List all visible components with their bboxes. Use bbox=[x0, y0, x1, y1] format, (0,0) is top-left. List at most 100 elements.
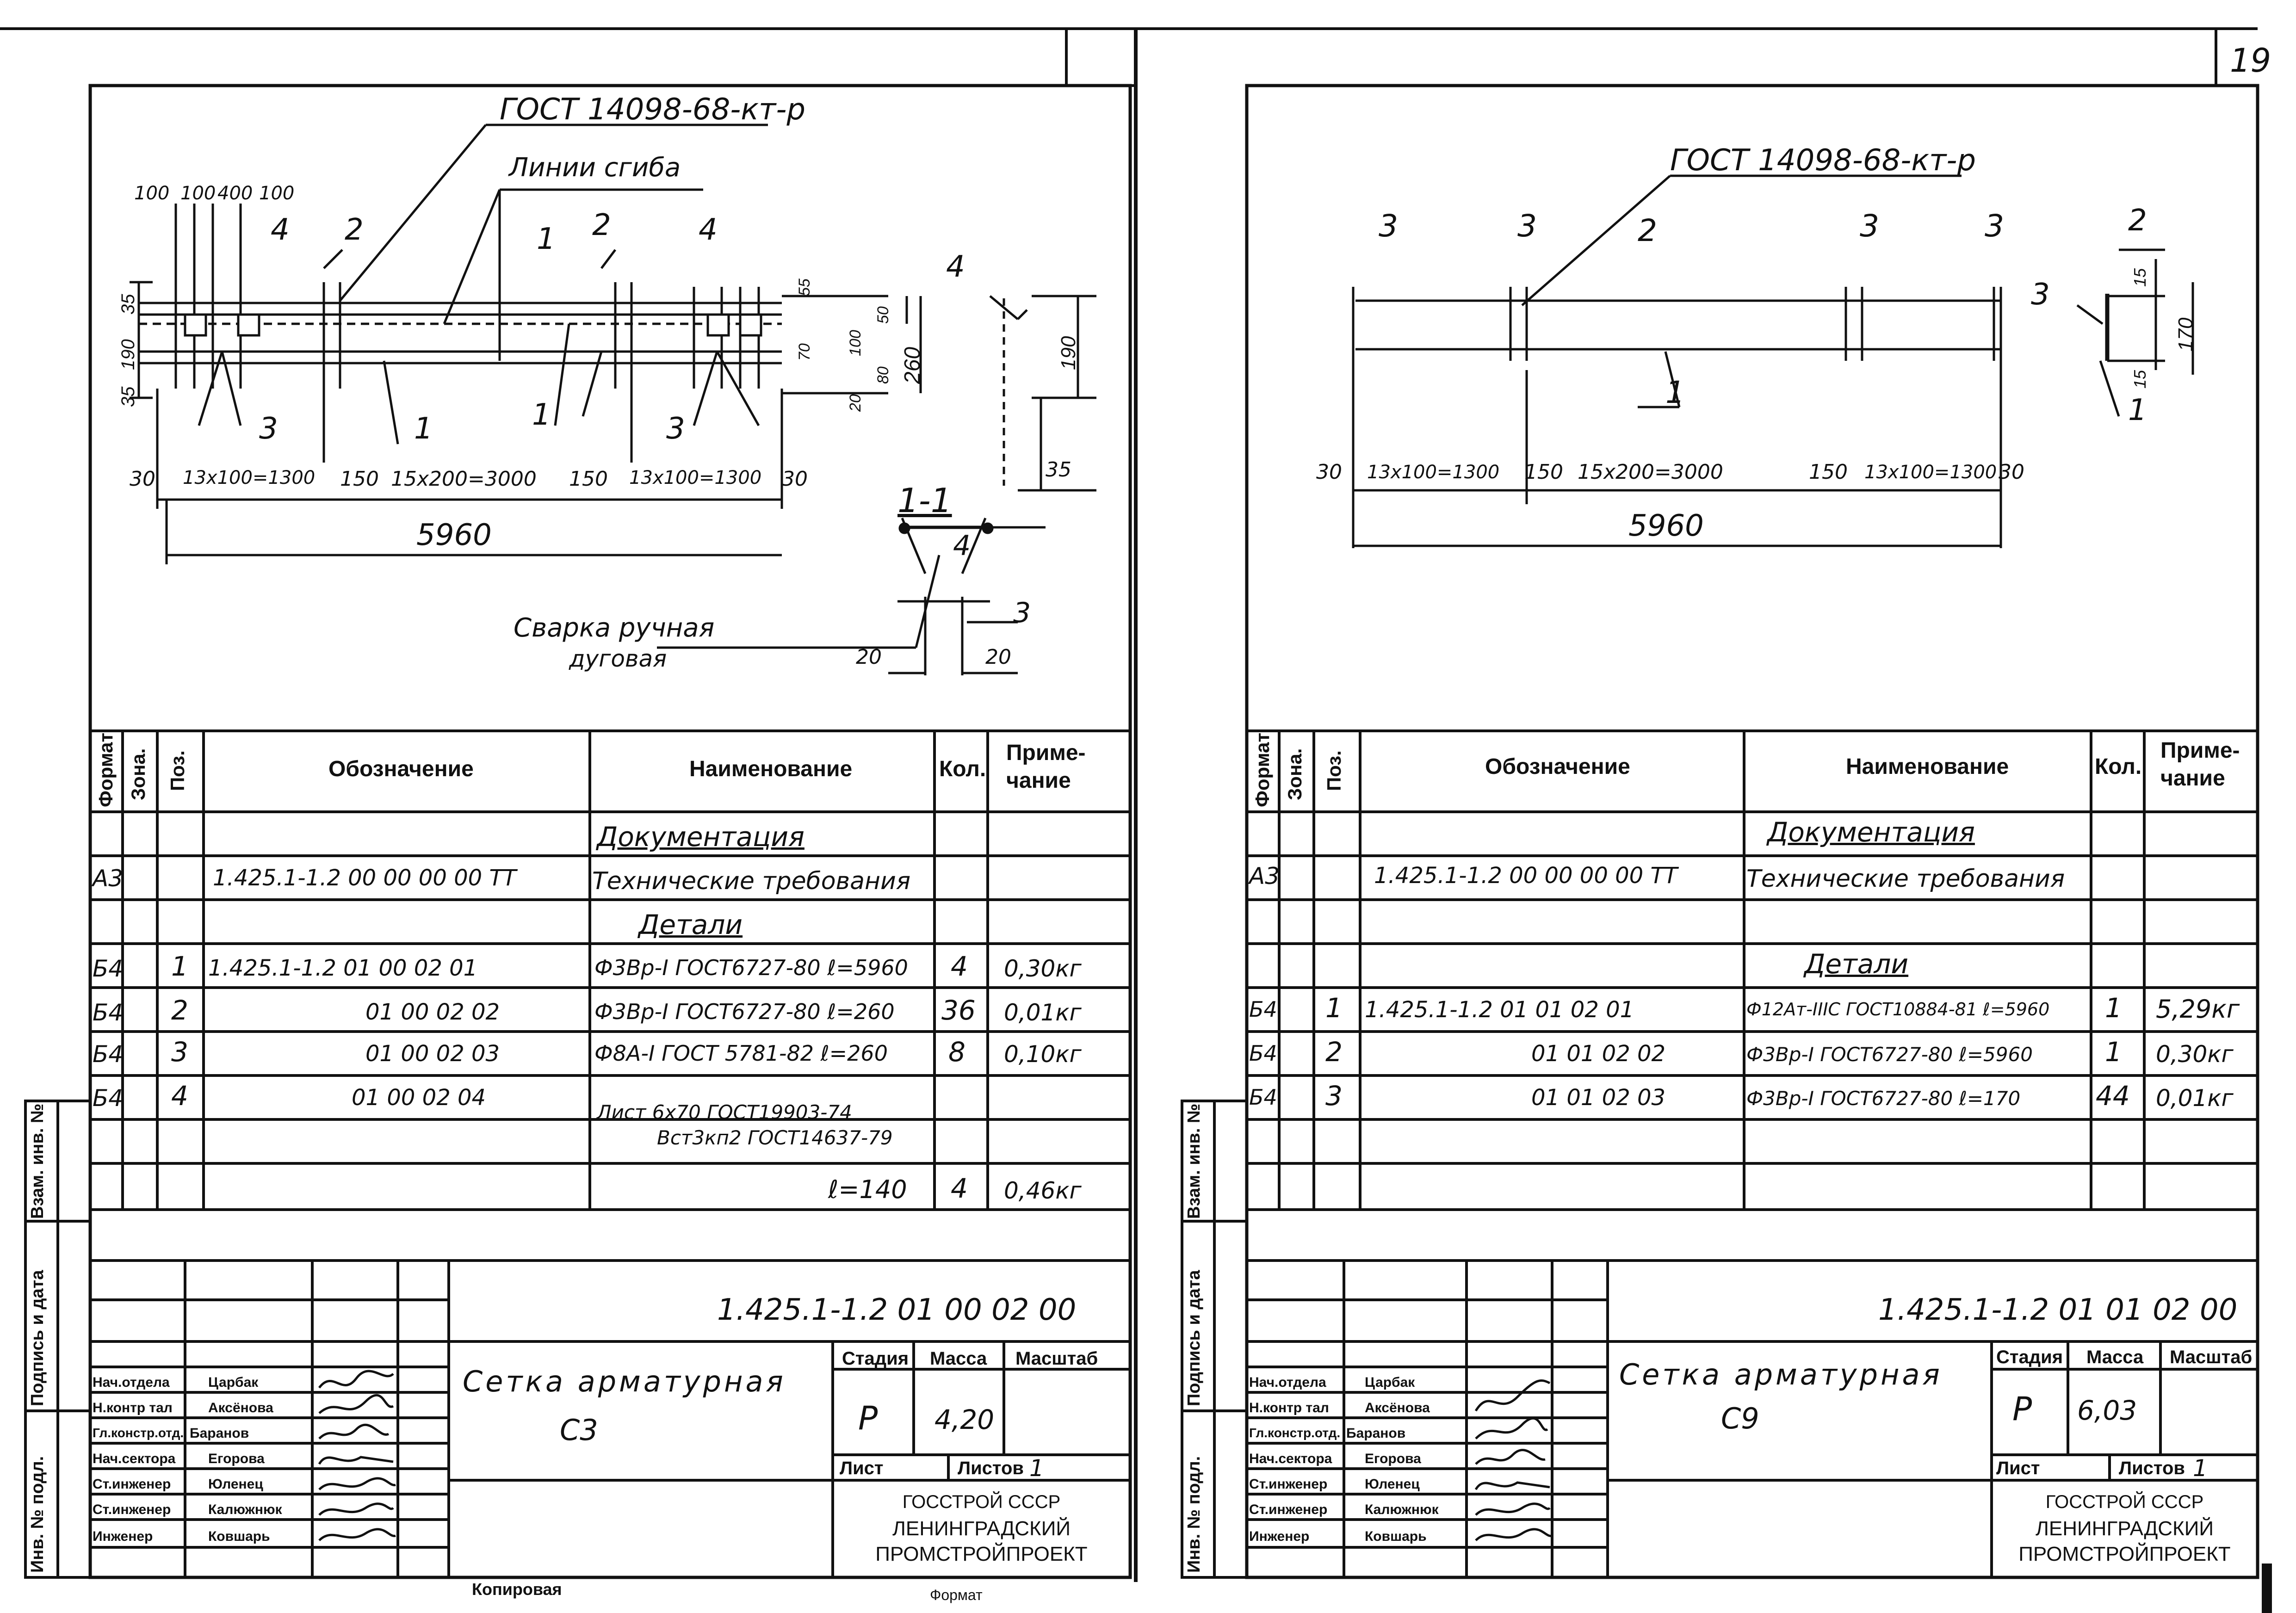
row-pos: 3 bbox=[171, 1036, 188, 1068]
role-label: Инженер bbox=[1249, 1529, 1310, 1544]
header-qty: Кол. bbox=[2095, 754, 2142, 779]
left-pos-label: 1 bbox=[414, 412, 433, 446]
left-vert-dim: 190 bbox=[118, 339, 138, 370]
row-designation: 01 00 02 03 bbox=[365, 1041, 500, 1067]
header-format: Формат bbox=[95, 732, 117, 807]
left-top-dim: 100 bbox=[134, 183, 170, 204]
row-name: Вст3кп2 ГОСТ14637-79 bbox=[657, 1126, 893, 1149]
row-name: Ф3Вр-I ГОСТ6727-80 ℓ=170 bbox=[1746, 1087, 2021, 1110]
right-bottom-dim: 13х100=1300 bbox=[1864, 462, 1997, 483]
row-pos: 2 bbox=[171, 995, 188, 1026]
row-name: Технические требования bbox=[592, 867, 911, 895]
right-pos-label: 3 bbox=[1517, 208, 1537, 244]
header-designation: Обозначение bbox=[328, 757, 474, 781]
row-note: 0,10кг bbox=[1004, 1041, 1082, 1068]
weld-pos-label: 3 bbox=[1013, 597, 1031, 629]
role-name: Юленец bbox=[208, 1477, 263, 1492]
left-right-dim: 20 bbox=[847, 394, 864, 412]
side-label-replace-right: Взам. инв. № bbox=[1184, 1103, 1204, 1219]
org-line-2: ЛЕНИНГРАДСКИЙ bbox=[2036, 1517, 2214, 1540]
right-bottom-dim: 30 bbox=[1999, 460, 2024, 484]
header-designation: Обозначение bbox=[1485, 754, 1630, 779]
header-name: Наименование bbox=[1846, 754, 2009, 779]
row-note: 5,29кг bbox=[2156, 995, 2240, 1024]
right-pos-label: 1 bbox=[1665, 375, 1685, 410]
right-spec-grid bbox=[1247, 729, 2258, 1211]
right-gost-label: ГОСТ 14098-68-кт-р bbox=[1670, 143, 1976, 178]
side-label-replace-left: Взам. инв. № bbox=[28, 1103, 47, 1219]
weld-dim: 20 bbox=[985, 645, 1011, 669]
left-vert-dim: 35 bbox=[118, 294, 138, 315]
row-format: Б4 bbox=[93, 1041, 124, 1068]
right-section-label: 3 bbox=[2031, 278, 2050, 312]
left-title-1: Сетка арматурная bbox=[463, 1365, 786, 1398]
left-vert-dim: 35 bbox=[118, 386, 138, 408]
row-qty: 1 bbox=[2105, 1036, 2122, 1068]
right-bottom-dim: 30 bbox=[1316, 460, 1342, 484]
org-line-2: ЛЕНИНГРАДСКИЙ bbox=[892, 1517, 1071, 1540]
row-name: Ф8А-I ГОСТ 5781-82 ℓ=260 bbox=[594, 1041, 888, 1066]
role-label: Нач.отдела bbox=[93, 1375, 170, 1390]
left-signatures bbox=[318, 1370, 396, 1541]
right-title-1: Сетка арматурная bbox=[1619, 1358, 1943, 1391]
row-format: А3 bbox=[93, 865, 124, 892]
right-section-label: 2 bbox=[2128, 204, 2147, 238]
row-format: Б4 bbox=[93, 999, 124, 1026]
row-format: Б4 bbox=[1249, 1085, 1277, 1110]
right-section-dim: 15 bbox=[2130, 370, 2149, 389]
weld-label-1: Сварка ручная bbox=[514, 613, 715, 643]
row-pos: 1 bbox=[171, 951, 188, 982]
row-note: 0,01кг bbox=[2156, 1085, 2234, 1112]
role-label: Ст.инженер bbox=[1249, 1477, 1328, 1492]
row-qty: 1 bbox=[2105, 992, 2122, 1024]
left-top-dim: 400 bbox=[217, 183, 253, 204]
role-name: Юленец bbox=[1365, 1477, 1420, 1492]
role-label: Инженер bbox=[93, 1529, 153, 1544]
header-note: Приме- bbox=[1006, 741, 1086, 765]
row-designation: 01 00 02 04 bbox=[352, 1085, 486, 1111]
left-bottom-dim: 150 bbox=[569, 467, 608, 491]
role-label: Н.контр тал bbox=[93, 1400, 173, 1415]
section-1-1-label: 1-1 bbox=[897, 481, 952, 520]
role-name: Царбак bbox=[1365, 1375, 1415, 1390]
org-line-3: ПРОМСТРОЙПРОЕКТ bbox=[2018, 1543, 2231, 1565]
side-label-inv-right: Инв. № подл. bbox=[1184, 1456, 1204, 1573]
row-name: Документация bbox=[597, 821, 805, 853]
row-name: Ф3Вр-I ГОСТ6727-80 ℓ=5960 bbox=[594, 955, 908, 980]
right-bottom-dim: 15х200=3000 bbox=[1578, 460, 1723, 484]
header-note: чание bbox=[1006, 768, 1071, 793]
row-format: Б4 bbox=[93, 1085, 124, 1112]
label-mass: Масса bbox=[2086, 1347, 2144, 1367]
left-pos-label: 4 bbox=[699, 213, 718, 247]
left-pos-label: 1 bbox=[532, 398, 551, 432]
left-section-dim: 35 bbox=[1046, 458, 1071, 482]
left-pos-label: 1 bbox=[537, 222, 556, 256]
role-label: Нач.сектора bbox=[93, 1451, 176, 1466]
header-pos: Поз. bbox=[167, 750, 188, 791]
row-name: Документация bbox=[1767, 816, 1975, 848]
role-name: Баранов bbox=[190, 1426, 249, 1441]
role-name: Калюжнюк bbox=[1365, 1502, 1439, 1517]
row-designation: 01 00 02 02 bbox=[365, 999, 500, 1025]
weld-pos-label: 4 bbox=[953, 530, 971, 562]
role-name: Егорова bbox=[1365, 1451, 1421, 1466]
left-bottom-dim: 30 bbox=[130, 467, 155, 491]
left-right-dim: 80 bbox=[874, 366, 892, 384]
label-mass: Масса bbox=[930, 1348, 987, 1369]
role-name: Аксёнова bbox=[208, 1400, 273, 1415]
role-name: Царбак bbox=[208, 1375, 259, 1390]
row-designation: 01 01 02 03 bbox=[1531, 1085, 1666, 1111]
row-designation: 1.425.1-1.2 00 00 00 00 ТТ bbox=[213, 865, 517, 891]
right-total-dim: 5960 bbox=[1628, 509, 1704, 543]
row-pos: 2 bbox=[1325, 1036, 1343, 1068]
right-bottom-dim: 13х100=1300 bbox=[1367, 462, 1500, 483]
row-format: Б4 bbox=[93, 955, 124, 982]
header-note: Приме- bbox=[2160, 738, 2240, 763]
label-sheets: Листов bbox=[2119, 1458, 2185, 1478]
weld-dim: 20 bbox=[856, 645, 882, 669]
right-bottom-dim: 150 bbox=[1809, 460, 1848, 484]
left-right-dim: 260 bbox=[900, 346, 925, 384]
row-name: Лист 6х70 ГОСТ19903-74 bbox=[597, 1101, 852, 1124]
role-name: Баранов bbox=[1346, 1426, 1406, 1441]
left-top-dim: 100 bbox=[180, 183, 216, 204]
